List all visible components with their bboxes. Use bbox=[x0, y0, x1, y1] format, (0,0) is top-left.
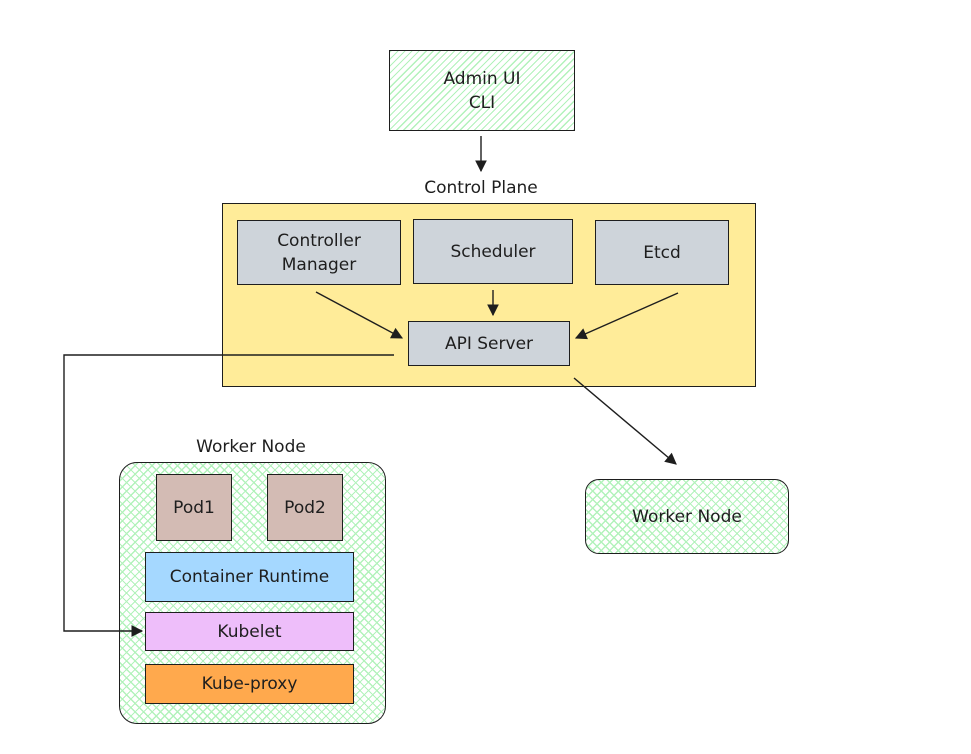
kubelet-box: Kubelet bbox=[145, 612, 354, 651]
etcd-label: Etcd bbox=[643, 242, 681, 263]
pod2-box: Pod2 bbox=[267, 474, 343, 541]
api-server-label: API Server bbox=[444, 333, 534, 354]
etcd-box: Etcd bbox=[595, 220, 729, 285]
worker-node-secondary-box: Worker Node bbox=[585, 479, 789, 554]
container-runtime-label: Container Runtime bbox=[169, 567, 330, 587]
controller-label: Controller bbox=[277, 230, 361, 251]
pod1-box: Pod1 bbox=[156, 474, 232, 541]
worker-node-title: Worker Node bbox=[196, 437, 306, 457]
cli-label: CLI bbox=[468, 92, 496, 113]
kube-proxy-box: Kube-proxy bbox=[145, 664, 354, 704]
arrow-api-to-worker-node-secondary bbox=[573, 377, 677, 465]
controller-manager-box: Controller Manager bbox=[237, 220, 401, 285]
worker-node-secondary-label: Worker Node bbox=[632, 506, 742, 527]
manager-label: Manager bbox=[281, 254, 357, 275]
kube-proxy-label: Kube-proxy bbox=[201, 674, 298, 694]
pod2-label: Pod2 bbox=[284, 497, 326, 518]
scheduler-label: Scheduler bbox=[450, 241, 536, 262]
container-runtime-box: Container Runtime bbox=[145, 552, 354, 602]
pod1-label: Pod1 bbox=[173, 497, 215, 518]
control-plane-title: Control Plane bbox=[424, 178, 538, 198]
admin-ui-cli-box: Admin UI CLI bbox=[389, 50, 575, 131]
scheduler-box: Scheduler bbox=[413, 219, 573, 284]
admin-ui-label: Admin UI bbox=[443, 68, 521, 89]
kubelet-label: Kubelet bbox=[217, 621, 282, 642]
api-server-box: API Server bbox=[408, 321, 570, 366]
